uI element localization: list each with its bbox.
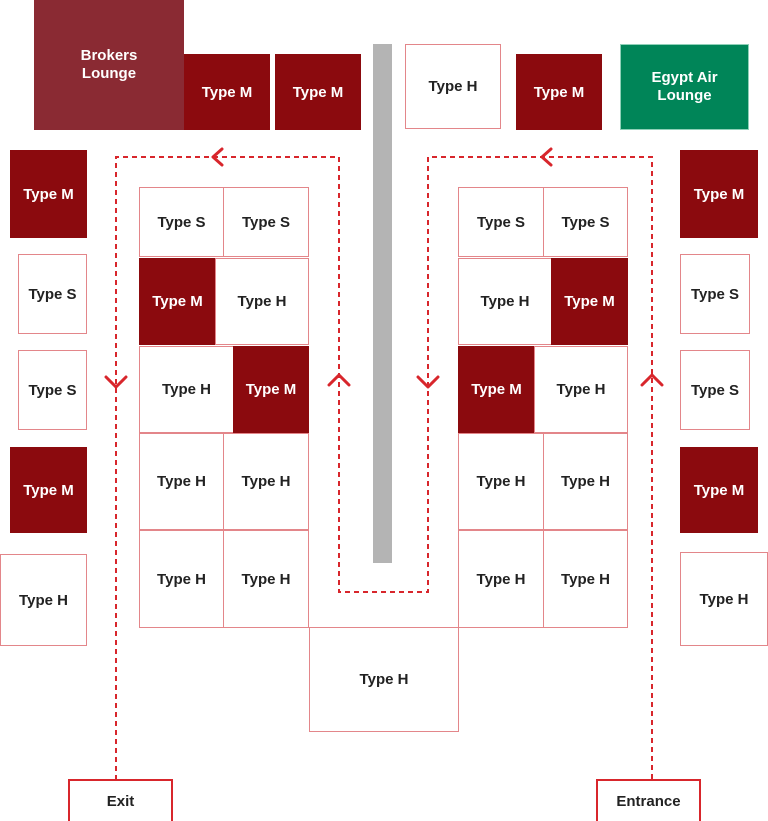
exit-door[interactable]: Exit (68, 779, 173, 821)
booth-type-m[interactable]: Type M (275, 54, 361, 130)
booth-type-h[interactable]: Type H (223, 530, 309, 628)
booth-type-h[interactable]: Type H (139, 530, 224, 628)
arrow-up-icon (640, 373, 664, 387)
arrow-down-icon (104, 375, 128, 389)
booth-type-s[interactable]: Type S (543, 187, 628, 257)
center-divider (373, 44, 392, 563)
booth-type-m[interactable]: Type M (10, 150, 87, 238)
booth-type-m[interactable]: Type M (233, 346, 309, 433)
booth-type-m[interactable]: Type M (10, 447, 87, 533)
booth-type-m[interactable]: Type M (680, 447, 758, 533)
booth-type-h[interactable]: Type H (139, 433, 224, 530)
arrow-left-icon (211, 147, 224, 167)
booth-type-h[interactable]: Type H (223, 433, 309, 530)
booth-type-m[interactable]: Type M (680, 150, 758, 238)
booth-type-m[interactable]: Type M (551, 258, 628, 345)
booth-type-h[interactable]: Type H (0, 554, 87, 646)
booth-type-h[interactable]: Type H (309, 627, 459, 732)
egypt-air-lounge[interactable]: Egypt Air Lounge (620, 44, 749, 130)
booth-type-m[interactable]: Type M (184, 54, 270, 130)
arrow-left-icon (540, 147, 553, 167)
booth-type-h[interactable]: Type H (543, 530, 628, 628)
booth-type-m[interactable]: Type M (139, 258, 216, 345)
booth-type-s[interactable]: Type S (223, 187, 309, 257)
left-walkway-path (115, 156, 653, 780)
booth-type-h[interactable]: Type H (534, 346, 628, 433)
booth-type-h[interactable]: Type H (139, 346, 234, 433)
entrance-door[interactable]: Entrance (596, 779, 701, 821)
booth-type-s[interactable]: Type S (680, 254, 750, 334)
booth-type-s[interactable]: Type S (18, 350, 87, 430)
brokers-lounge[interactable]: Brokers Lounge (34, 0, 184, 130)
booth-type-h[interactable]: Type H (458, 530, 544, 628)
booth-type-h[interactable]: Type H (543, 433, 628, 530)
booth-type-h[interactable]: Type H (458, 433, 544, 530)
booth-type-m[interactable]: Type M (516, 54, 602, 130)
arrow-down-icon (416, 375, 440, 389)
booth-type-s[interactable]: Type S (458, 187, 544, 257)
booth-type-s[interactable]: Type S (680, 350, 750, 430)
booth-type-h[interactable]: Type H (405, 44, 501, 129)
booth-type-h[interactable]: Type H (680, 552, 768, 646)
booth-type-s[interactable]: Type S (139, 187, 224, 257)
arrow-up-icon (327, 373, 351, 387)
booth-type-h[interactable]: Type H (458, 258, 552, 345)
booth-type-h[interactable]: Type H (215, 258, 309, 345)
booth-type-s[interactable]: Type S (18, 254, 87, 334)
booth-type-m[interactable]: Type M (458, 346, 535, 433)
